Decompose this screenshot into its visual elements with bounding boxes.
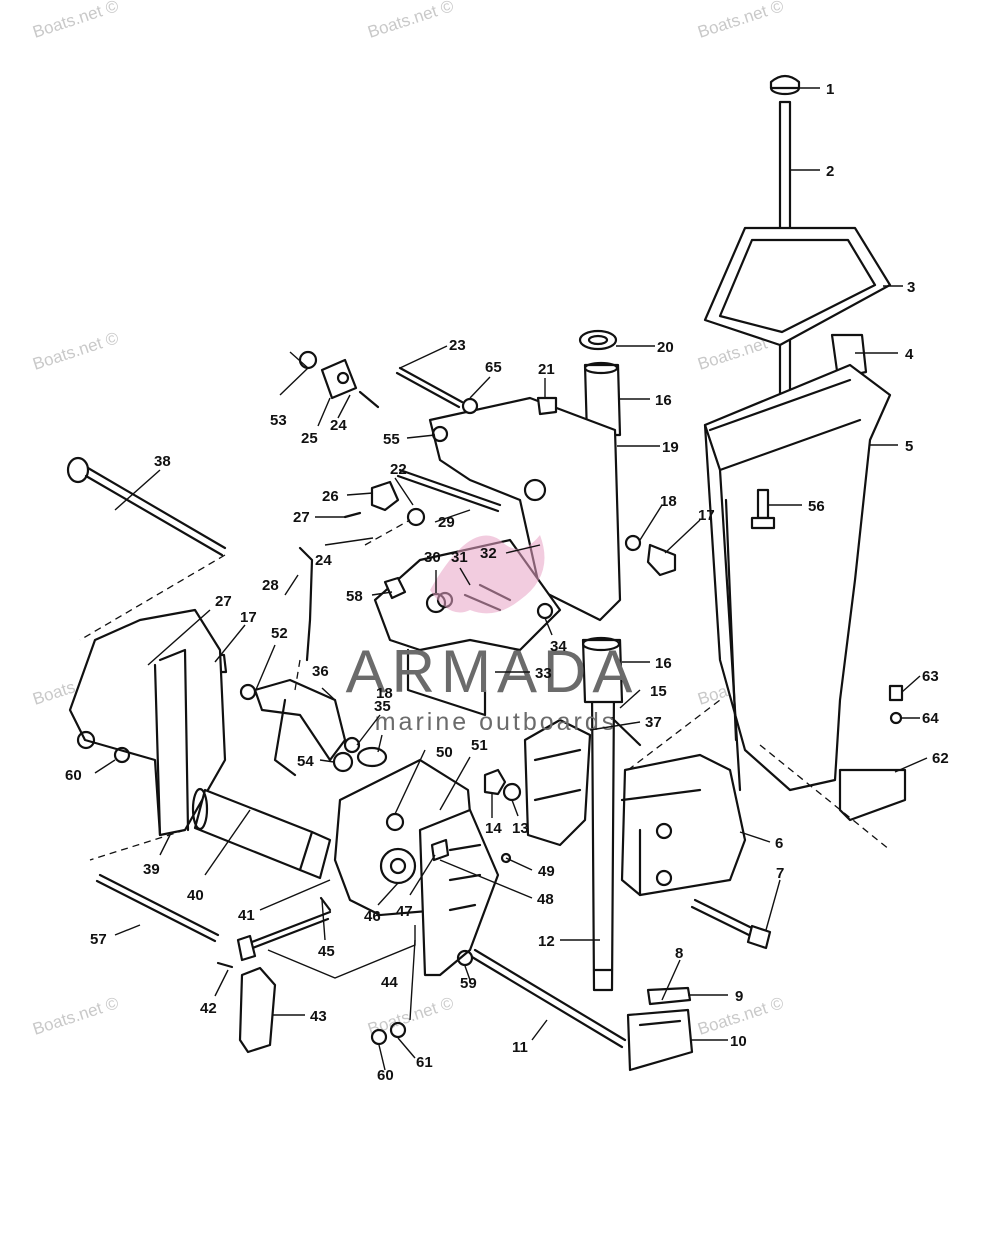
callout-2: 2 xyxy=(826,163,834,180)
callout-57: 57 xyxy=(90,931,107,948)
callout-50: 50 xyxy=(436,744,453,761)
callout-62: 62 xyxy=(932,750,949,767)
callout-34: 34 xyxy=(550,638,567,655)
parts-illustration xyxy=(66,74,907,1072)
callout-5: 5 xyxy=(905,438,913,455)
callout-24: 24 xyxy=(315,552,332,569)
callout-21: 21 xyxy=(538,361,555,378)
callout-4: 4 xyxy=(905,346,914,363)
watermark: Boats.net © xyxy=(30,0,121,42)
callout-36: 36 xyxy=(312,663,329,680)
callout-18: 18 xyxy=(376,685,393,702)
callout-48: 48 xyxy=(537,891,554,908)
callout-45: 45 xyxy=(318,943,335,960)
callout-37: 37 xyxy=(645,714,662,731)
callout-44: 44 xyxy=(381,974,398,991)
callout-58: 58 xyxy=(346,588,363,605)
callout-54: 54 xyxy=(297,753,314,770)
callout-60: 60 xyxy=(65,767,82,784)
leader-lines xyxy=(94,87,928,1071)
callout-59: 59 xyxy=(460,975,477,992)
callout-15: 15 xyxy=(650,683,667,700)
callout-24: 24 xyxy=(330,417,347,434)
callout-18: 18 xyxy=(660,493,677,510)
callout-12: 12 xyxy=(538,933,555,950)
callout-51: 51 xyxy=(471,737,488,754)
callout-7: 7 xyxy=(776,865,784,882)
callout-33: 33 xyxy=(535,665,552,682)
callout-6: 6 xyxy=(775,835,783,852)
callout-42: 42 xyxy=(200,1000,217,1017)
callout-17: 17 xyxy=(698,507,715,524)
callout-26: 26 xyxy=(322,488,339,505)
callout-11: 11 xyxy=(512,1039,528,1056)
callout-64: 64 xyxy=(922,710,939,727)
callout-39: 39 xyxy=(143,861,160,878)
callout-29: 29 xyxy=(438,514,455,531)
watermark: Boats.net © xyxy=(365,0,456,42)
logo-tagline: marine outboards xyxy=(375,708,618,736)
callout-3: 3 xyxy=(907,279,915,296)
callout-23: 23 xyxy=(449,337,466,354)
callout-40: 40 xyxy=(187,887,204,904)
callout-1: 1 xyxy=(826,81,834,98)
logo-mark xyxy=(430,535,545,614)
callout-43: 43 xyxy=(310,1008,327,1025)
callout-31: 31 xyxy=(451,549,468,566)
callout-52: 52 xyxy=(271,625,288,642)
callout-65: 65 xyxy=(485,359,502,376)
callout-8: 8 xyxy=(675,945,683,962)
callout-labels: 1 2 3 4 5 6 7 8 9 10 11 12 13 14 15 16 1… xyxy=(65,81,949,1084)
callout-27: 27 xyxy=(215,593,232,610)
callout-10: 10 xyxy=(730,1033,747,1050)
callout-16: 16 xyxy=(655,655,672,672)
callout-56: 56 xyxy=(808,498,825,515)
callout-41: 41 xyxy=(238,907,255,924)
armada-logo: ARMADA marine outboards xyxy=(346,535,639,736)
callout-35: 35 xyxy=(374,698,391,715)
watermark: Boats.net © xyxy=(30,993,121,1039)
callout-22: 22 xyxy=(390,461,407,478)
callout-20: 20 xyxy=(657,339,674,356)
callout-27: 27 xyxy=(293,509,310,526)
callout-63: 63 xyxy=(922,668,939,685)
watermark: Boats.net © xyxy=(30,328,121,374)
callout-49: 49 xyxy=(538,863,555,880)
callout-38: 38 xyxy=(154,453,171,470)
callout-9: 9 xyxy=(735,988,743,1005)
callout-17: 17 xyxy=(240,609,257,626)
callout-53: 53 xyxy=(270,412,287,429)
callout-46: 46 xyxy=(364,908,381,925)
callout-14: 14 xyxy=(485,820,502,837)
callout-55: 55 xyxy=(383,431,400,448)
callout-61: 61 xyxy=(416,1054,433,1071)
logo-name: ARMADA xyxy=(346,638,639,705)
callout-32: 32 xyxy=(480,545,497,562)
callout-19: 19 xyxy=(662,439,679,456)
callout-16: 16 xyxy=(655,392,672,409)
callout-30: 30 xyxy=(424,549,441,566)
callout-28: 28 xyxy=(262,577,279,594)
callout-60: 60 xyxy=(377,1067,394,1084)
callout-47: 47 xyxy=(396,903,413,920)
callout-25: 25 xyxy=(301,430,318,447)
watermark: Boats.net © xyxy=(695,0,786,42)
callout-13: 13 xyxy=(512,820,529,837)
